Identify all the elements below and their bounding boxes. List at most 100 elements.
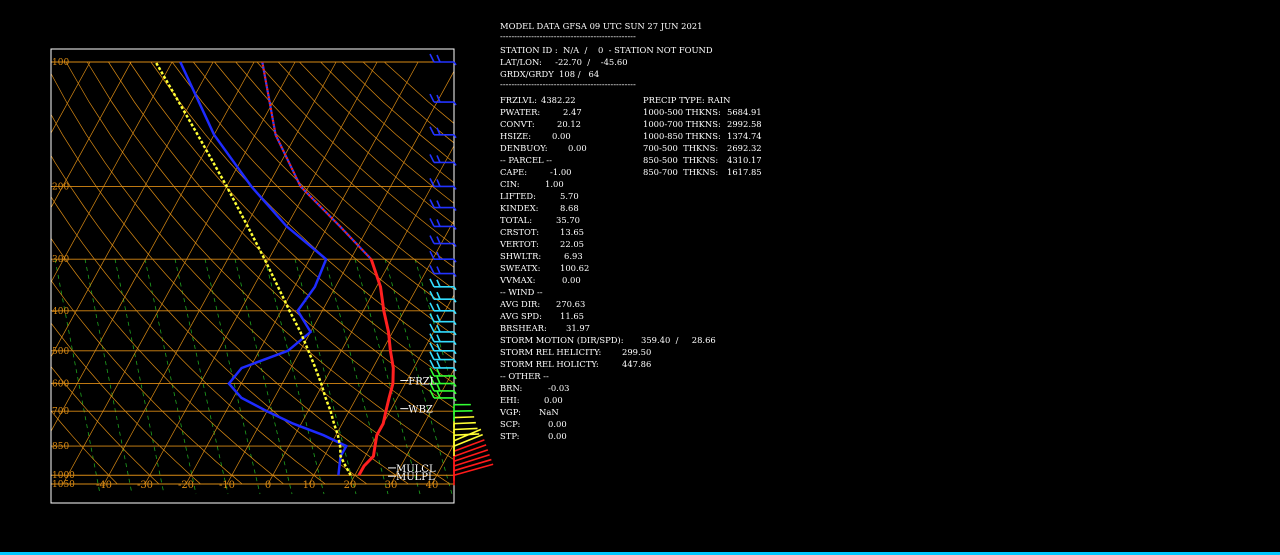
lat-lon: LAT/LON: -22.70 / -45.60	[500, 57, 628, 67]
param-label: TOTAL:	[500, 215, 533, 225]
wind-barb-flag	[429, 367, 435, 377]
pressure-tick-label: 300	[52, 255, 69, 265]
wind-barb-tail	[453, 331, 457, 336]
wind-barb	[453, 427, 478, 431]
param-value: 1.00	[545, 179, 564, 189]
wind-barb	[453, 453, 490, 467]
thickness-value: 5684.91	[727, 107, 762, 117]
wind-barb-flag	[429, 178, 435, 187]
wind-barb-flag	[429, 342, 435, 352]
temperature-tick-label: 30	[385, 480, 398, 491]
param-label: CONVT:	[500, 119, 535, 129]
sounding-parameters-panel: MODEL DATA GFSA 09 UTC SUN 27 JUN 2021 -…	[500, 20, 762, 441]
thickness-label: 700-500 THKNS:	[643, 143, 719, 153]
temperature-tick-label: 0	[265, 480, 271, 491]
isotherm	[390, 368, 454, 485]
param-label: STP:	[500, 431, 520, 441]
wind-barb-tail	[453, 390, 457, 395]
isotherm	[51, 61, 214, 358]
param-value: 0.00	[544, 395, 563, 405]
wind-barb-tail	[453, 101, 457, 106]
chart-frame	[50, 48, 455, 504]
param-label: VVMAX:	[500, 275, 536, 285]
pressure-tick-label: 100	[52, 58, 69, 68]
wind-barb-flag	[429, 333, 435, 342]
wind-barb-flag	[436, 343, 441, 352]
isotherm	[349, 294, 454, 485]
mixing-ratio-line	[144, 259, 197, 495]
thickness-value: 2992.58	[727, 119, 762, 129]
wind-barb-flag	[429, 199, 435, 208]
wind-barb-flag	[436, 200, 441, 208]
param-value: 299.50	[622, 347, 652, 357]
annotation-wbz: WBZ	[408, 405, 433, 416]
param-label: DENBUOY:	[500, 143, 548, 153]
wind-barb-flag	[436, 251, 441, 260]
wind-barb-tail	[453, 367, 457, 372]
param-value: 0.00	[548, 431, 567, 441]
param-label: -- WIND --	[500, 287, 543, 297]
param-value: 0.00	[552, 131, 571, 141]
dry-adiabat	[51, 279, 243, 485]
param-label: HSIZE:	[500, 131, 532, 141]
pressure-tick-label: 500	[52, 347, 69, 357]
param-label: PWATER:	[500, 107, 541, 117]
wind-barb-flag	[436, 279, 441, 288]
param-label: SHWLTR:	[500, 251, 542, 261]
dry-adiabat	[86, 61, 454, 435]
isotherm	[308, 219, 454, 485]
isotherm	[144, 61, 378, 485]
wind-barb-flag	[436, 314, 441, 322]
wind-barb	[453, 444, 487, 458]
dry-adiabat	[193, 61, 454, 313]
isotherm	[51, 61, 173, 283]
param-value: 2.47	[563, 107, 582, 117]
wind-barb-flag	[429, 235, 435, 244]
annotation-mulcl: MULCL	[396, 464, 436, 475]
wind-barb-flag	[429, 290, 435, 300]
wind-barb	[453, 416, 475, 419]
param-value: 359.40 / 28.66	[641, 335, 716, 345]
dry-adiabat	[51, 196, 326, 485]
wind-barb-flag	[429, 250, 435, 260]
param-label: CIN:	[500, 179, 520, 189]
mixing-ratio-line	[174, 259, 229, 495]
isotherm	[62, 61, 296, 485]
annotation-mulpl: MULPL	[396, 472, 435, 483]
isotherm	[0, 62, 8, 484]
chart-axis-labels: 10020030040050060070085010001050-40-30-2…	[52, 58, 438, 491]
dry-adiabat	[51, 154, 368, 485]
dry-adiabat	[214, 61, 454, 290]
temperature-tick-label: 10	[303, 480, 316, 491]
wind-barb-tail	[453, 226, 457, 230]
dry-adiabat	[51, 237, 284, 485]
dry-adiabat	[299, 61, 454, 204]
isotherm	[0, 62, 49, 484]
temperature-line-upper-alt	[261, 61, 372, 260]
dry-adiabat	[51, 113, 409, 485]
wind-barb-flag	[429, 265, 435, 274]
wind-barb-flag	[436, 368, 441, 377]
wind-barb-tail	[453, 134, 457, 139]
wind-barb-flag	[436, 303, 441, 312]
thickness-value: 1617.85	[727, 167, 762, 177]
temperature-tick-label: -10	[219, 480, 235, 491]
isotherm	[51, 61, 132, 209]
temperature-tick-label: -30	[137, 480, 153, 491]
thickness-label: 1000-700 THKNS:	[643, 119, 721, 129]
temperature-tick-label: 20	[344, 480, 357, 491]
wind-barb-flag	[429, 382, 435, 392]
param-value: 11.65	[560, 311, 584, 321]
dry-adiabat	[256, 61, 454, 247]
isotherm	[267, 145, 454, 485]
param-value: 22.05	[560, 239, 584, 249]
wind-barb-flag	[436, 390, 441, 399]
param-value: 6.93	[564, 251, 583, 261]
param-value: -0.03	[548, 383, 570, 393]
param-label: STORM REL HELICITY:	[500, 347, 602, 357]
wind-barb-flag	[436, 179, 441, 187]
wind-barb-tail	[453, 341, 457, 346]
wind-barb-flag	[436, 127, 441, 136]
wind-barb-tail	[453, 185, 457, 190]
param-value: 100.62	[560, 263, 590, 273]
